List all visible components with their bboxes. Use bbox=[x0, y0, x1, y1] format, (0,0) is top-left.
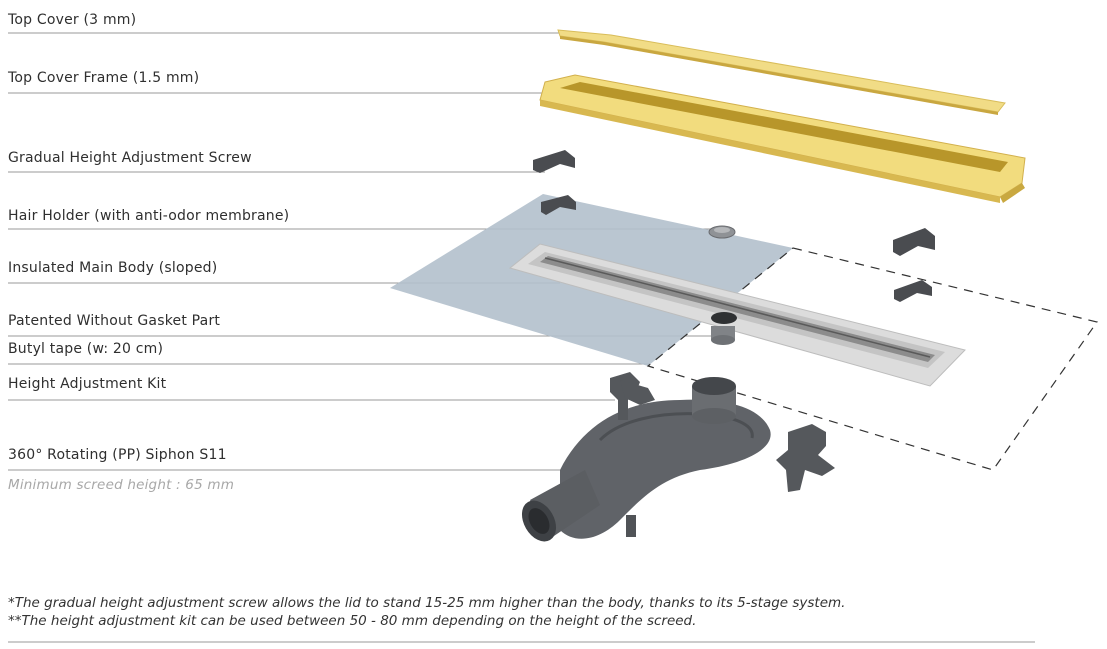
tile-outline bbox=[646, 247, 1098, 471]
siphon-part bbox=[521, 377, 771, 542]
adjustment-screws bbox=[533, 150, 935, 302]
main-body-part bbox=[508, 243, 966, 387]
label-height-kit: Height Adjustment Kit bbox=[8, 376, 167, 392]
footnote-screw: *The gradual height adjustment screw all… bbox=[8, 595, 846, 611]
label-main-body: Insulated Main Body (sloped) bbox=[8, 260, 218, 276]
label-min-screed: Minimum screed height : 65 mm bbox=[8, 477, 235, 493]
footnote-height-kit: **The height adjustment kit can be used … bbox=[8, 613, 697, 629]
top-cover-part bbox=[557, 29, 1006, 115]
label-top-cover-frame: Top Cover Frame (1.5 mm) bbox=[8, 70, 200, 86]
height-kit-part bbox=[610, 372, 835, 492]
label-butyl-tape: Butyl tape (w: 20 cm) bbox=[8, 341, 164, 357]
leader-lines bbox=[8, 32, 1035, 643]
label-siphon: 360° Rotating (PP) Siphon S11 bbox=[8, 447, 227, 463]
top-cover-frame-part bbox=[539, 74, 1026, 203]
gasket-part bbox=[711, 312, 737, 345]
label-top-cover: Top Cover (3 mm) bbox=[8, 12, 137, 28]
hair-holder-part bbox=[708, 225, 736, 239]
label-gradual-screw: Gradual Height Adjustment Screw bbox=[8, 150, 252, 166]
label-hair-holder: Hair Holder (with anti-odor membrane) bbox=[8, 208, 290, 224]
label-gasket-part: Patented Without Gasket Part bbox=[8, 313, 221, 329]
